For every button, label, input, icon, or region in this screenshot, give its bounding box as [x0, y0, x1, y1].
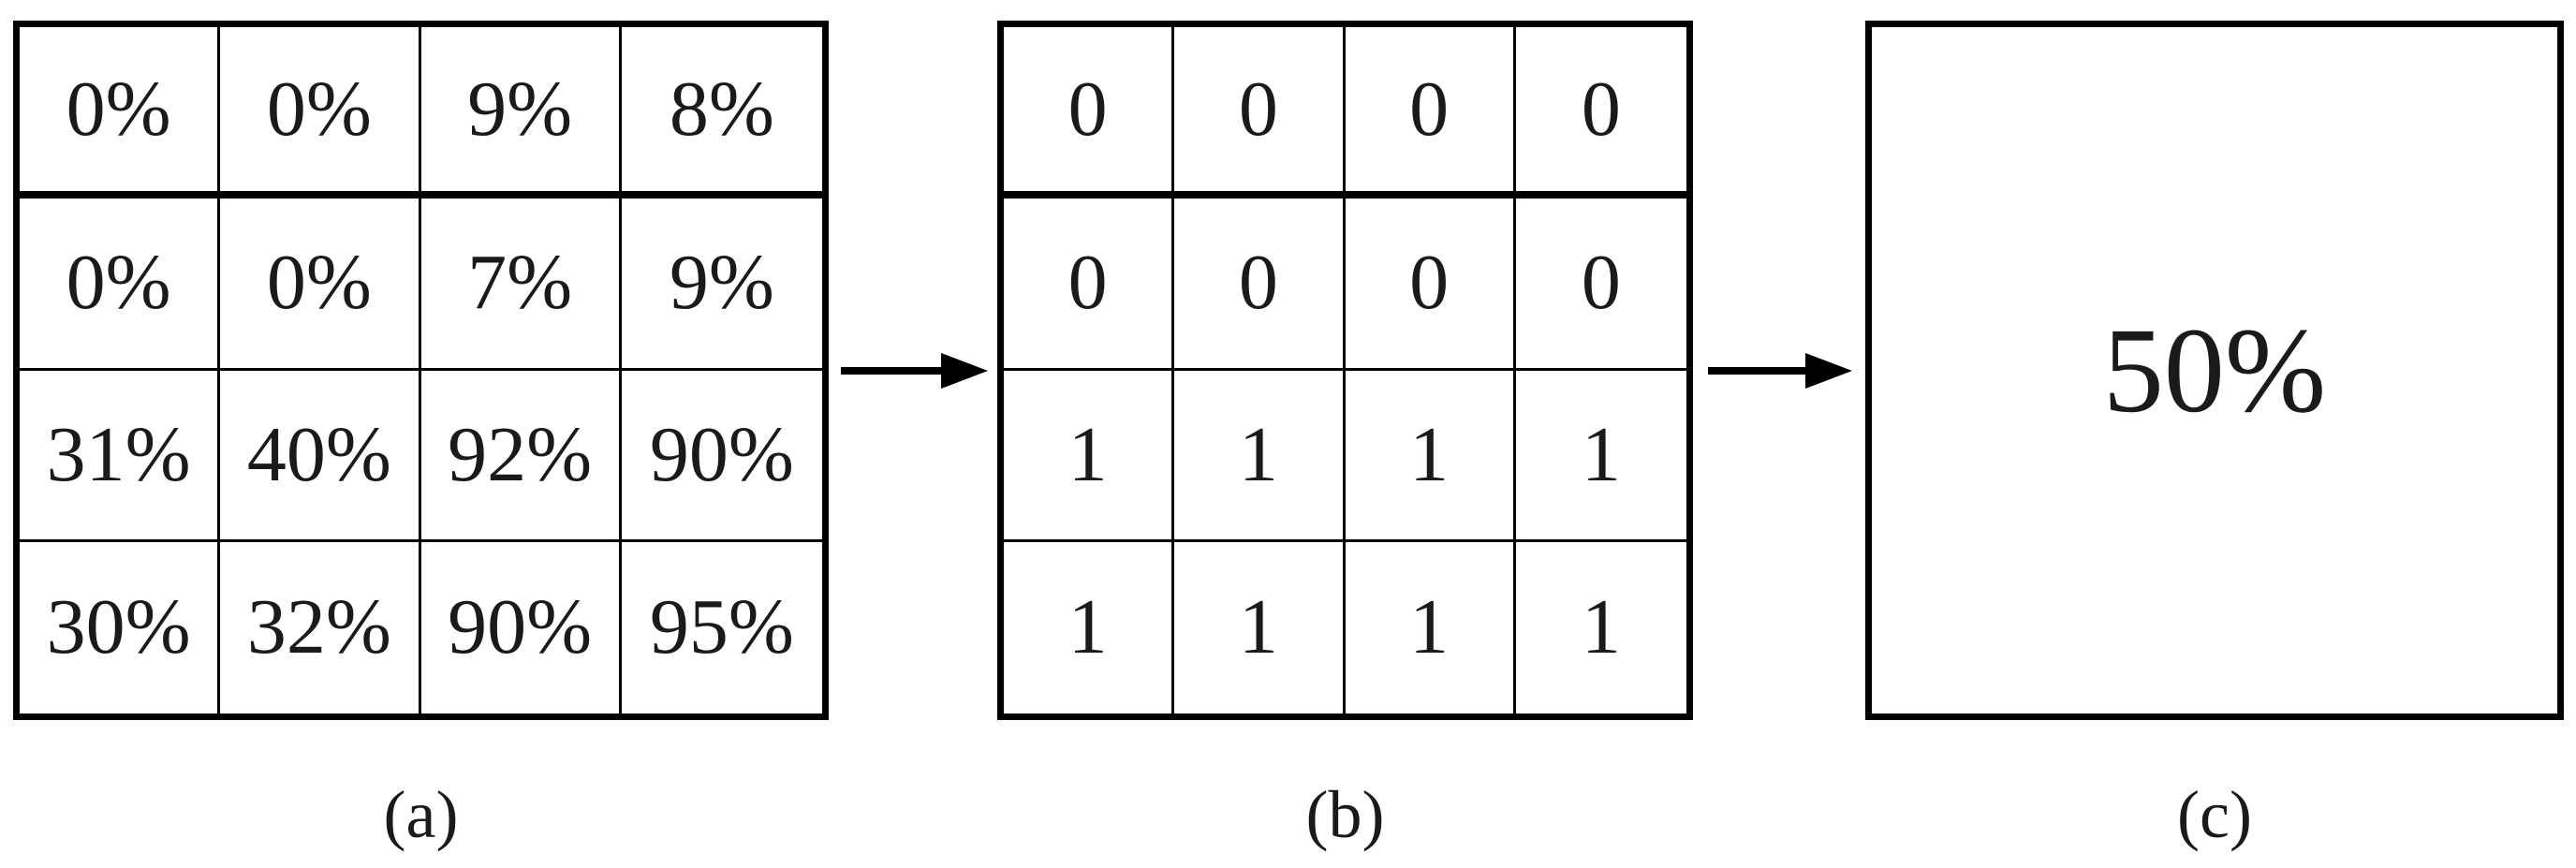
grid-cell: 0 [1345, 27, 1516, 199]
grid-cell: 0% [220, 199, 421, 371]
grid-cell: 1 [1581, 583, 1621, 671]
grid-cell: 1 [1004, 370, 1175, 542]
grid-cell: 1 [1174, 370, 1346, 542]
panel-label-a: (a) [383, 777, 459, 852]
grid-cell: 0 [1515, 27, 1686, 199]
grid-cell: 9% [621, 199, 822, 371]
grid-cell: 9% [420, 27, 622, 199]
grid-cell: 0 [1345, 199, 1516, 371]
arrow-right-icon [841, 353, 988, 389]
result-value: 50% [2102, 302, 2327, 438]
grid-panel-a: 0% 0% 9% 8% 0% 0% 7% 9% 31% 40% 92% 90% … [13, 21, 829, 720]
grid-cell: 0 [1174, 199, 1346, 371]
grid-cell: 92% [420, 370, 622, 542]
grid-cell: 1 [1174, 541, 1346, 714]
grid-cell: 7% [420, 199, 622, 371]
grid-cell: 32% [220, 541, 421, 714]
grid-cell: 1 [1515, 371, 1686, 542]
panel-label-b: (b) [1305, 777, 1385, 852]
result-box-c: 50% [1865, 21, 2564, 720]
arrow-a-to-b [838, 349, 990, 392]
grid-cell: 1 [1004, 541, 1175, 714]
grid-cell: 30% [20, 541, 221, 714]
grid-cell: 0% [20, 199, 221, 371]
grid-cell: 0% [20, 27, 221, 199]
grid-cell: 8% [621, 27, 822, 199]
grid-cell: 0 [1004, 199, 1175, 371]
grid-panel-b: 0 0 0 0 0 0 0 0 1 1 1 1 1 1 1 1 [997, 21, 1693, 720]
grid-cell: 31% [20, 370, 221, 542]
grid-cell: 90% [621, 371, 822, 542]
grid-cell: 95% [649, 583, 794, 671]
panel-label-c: (c) [2177, 777, 2252, 852]
grid-cell: 0% [220, 27, 421, 199]
grid-cell: 0 [1004, 27, 1175, 199]
grid-cell: 1 [1345, 370, 1516, 542]
grid-cell: 0 [1174, 27, 1346, 199]
arrow-right-icon [1708, 353, 1852, 389]
grid-cell: 1 [1346, 541, 1516, 714]
grid-cell: 90% [421, 541, 622, 714]
grid-cell: 40% [220, 370, 421, 542]
arrow-b-to-c [1706, 349, 1854, 392]
grid-cell: 0 [1515, 199, 1686, 371]
